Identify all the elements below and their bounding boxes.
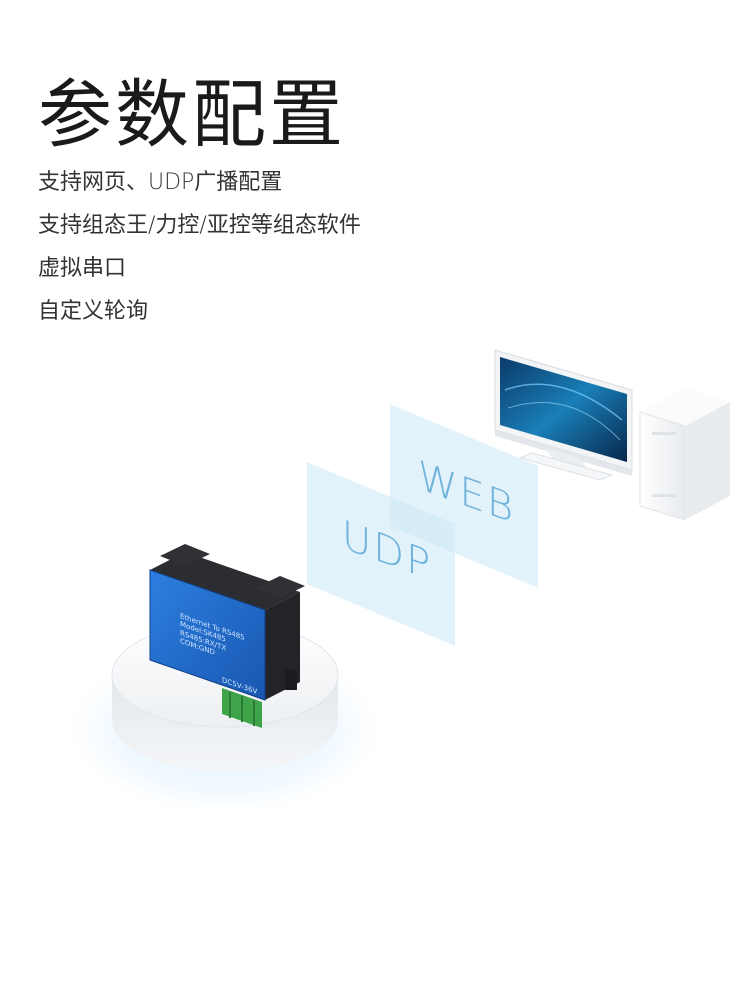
feature-item-custom-polling: 自定义轮询 bbox=[38, 299, 149, 324]
feature-item-virtual-serial: 虚拟串口 bbox=[38, 256, 127, 281]
page-title: 参数配置 bbox=[38, 72, 346, 158]
feature-item-scada-support: 支持组态王/力控/亚控等组态软件 bbox=[38, 213, 361, 238]
web-panel bbox=[390, 404, 538, 588]
product-scene: WEB UDP Ethernet To RS485 Model:SK485 RS… bbox=[0, 330, 750, 1000]
udp-panel bbox=[307, 462, 455, 646]
monitor bbox=[494, 349, 633, 481]
feature-list: 支持网页、UDP广播配置 支持组态王/力控/亚控等组态软件 虚拟串口 自定义轮询 bbox=[38, 172, 361, 344]
pc-tower bbox=[639, 388, 730, 521]
feature-item-web-udp-config: 支持网页、UDP广播配置 bbox=[38, 170, 283, 195]
scene-illustration bbox=[60, 349, 730, 820]
ethernet-rs485-device bbox=[149, 544, 305, 728]
